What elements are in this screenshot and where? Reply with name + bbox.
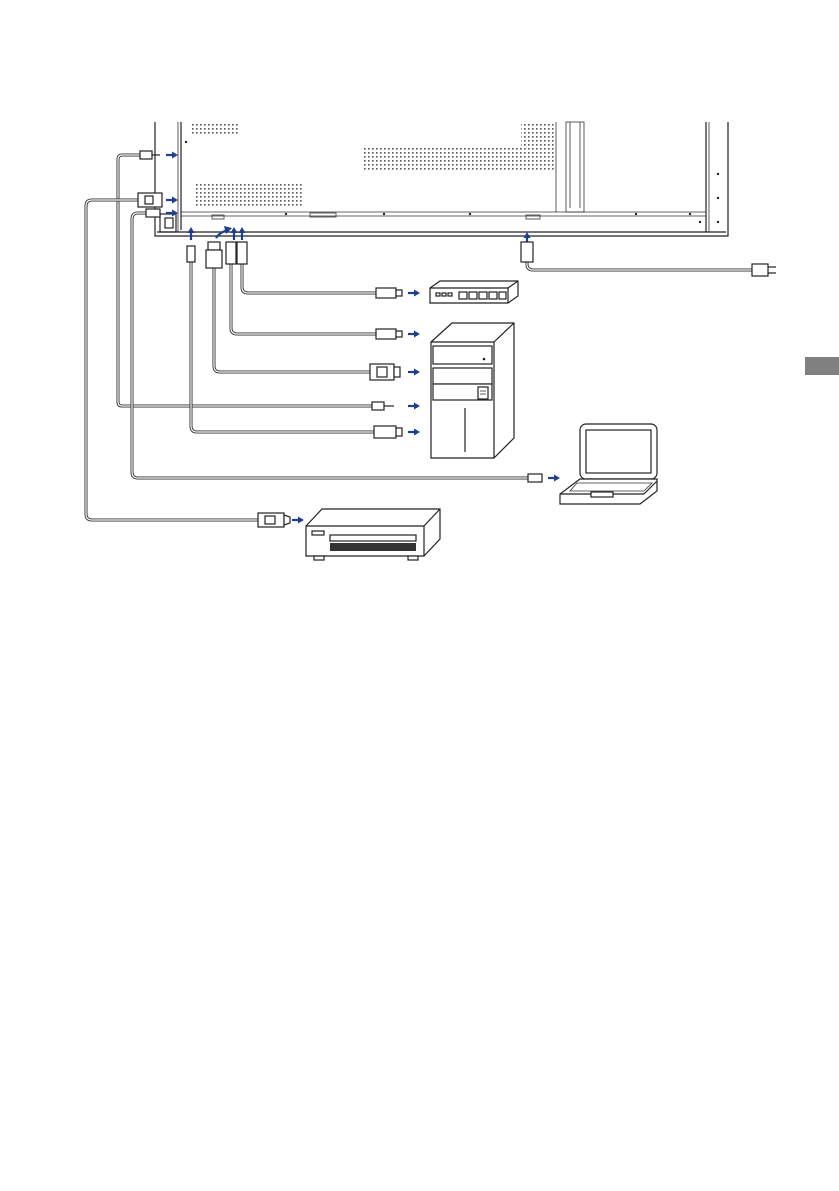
- power-cable: [521, 242, 776, 276]
- display-rear-panel-icon: [155, 122, 728, 236]
- usb-connector-icon: [187, 246, 402, 438]
- laptop-icon: [560, 424, 657, 504]
- network-switch-icon: [430, 281, 518, 303]
- desktop-tower-icon: [431, 323, 514, 458]
- touch-usb-cable: [187, 246, 402, 438]
- lan-cable: [237, 242, 402, 298]
- connection-diagram: [0, 0, 839, 600]
- rj45-connector-icon: [237, 242, 402, 298]
- av-player-icon: [306, 509, 440, 560]
